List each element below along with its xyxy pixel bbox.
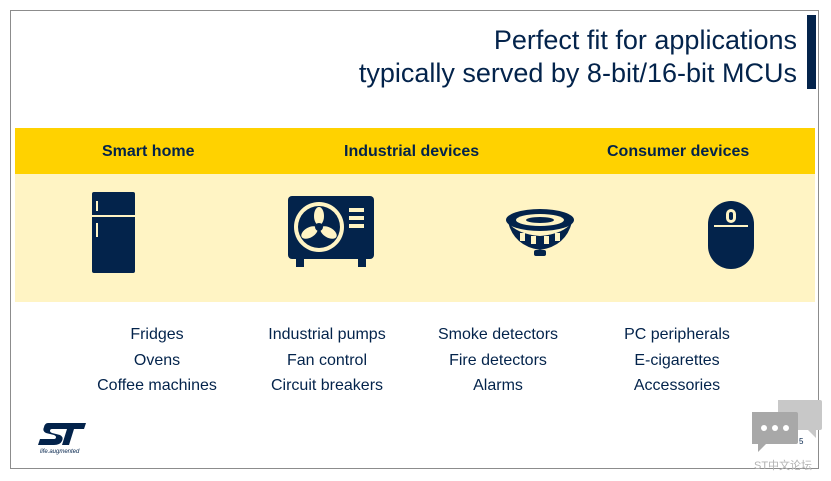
icon-band bbox=[15, 174, 815, 302]
forum-chat-icon bbox=[752, 400, 822, 452]
list-item: Fan control bbox=[286, 351, 368, 369]
category-industrial-devices: Industrial devices bbox=[344, 143, 480, 160]
forum-watermark-text: ST中文论坛 bbox=[754, 460, 813, 472]
title-line-1: Perfect fit for applications bbox=[493, 25, 797, 55]
list-item: Fire detectors bbox=[449, 351, 547, 369]
list-item: Ovens bbox=[133, 351, 181, 369]
smart-home-list: Fridges Ovens Coffee machines bbox=[80, 322, 234, 399]
title-line-2: typically served by 8-bit/16-bit MCUs bbox=[358, 58, 797, 88]
st-logo-icon bbox=[38, 423, 86, 445]
industrial-list-1: Industrial pumps Fan control Circuit bre… bbox=[254, 322, 400, 399]
smoke-detector-icon bbox=[506, 209, 574, 256]
list-item: Circuit breakers bbox=[270, 377, 384, 394]
category-smart-home: Smart home bbox=[102, 143, 195, 160]
list-item: Smoke detectors bbox=[437, 326, 559, 343]
st-tagline: life.augmented bbox=[40, 449, 80, 455]
title-accent-bar bbox=[807, 15, 816, 89]
fan-unit-icon bbox=[288, 196, 374, 267]
consumer-list: PC peripherals E-cigarettes Accessories bbox=[604, 322, 750, 399]
industrial-list-2: Smoke detectors Fire detectors Alarms bbox=[424, 322, 572, 399]
list-item: Fridges bbox=[130, 326, 184, 343]
category-consumer-devices: Consumer devices bbox=[607, 143, 750, 160]
slide-frame bbox=[10, 10, 819, 469]
category-header-band bbox=[15, 128, 815, 174]
list-item: Coffee machines bbox=[97, 377, 217, 394]
list-item: Industrial pumps bbox=[268, 326, 386, 343]
list-item: Accessories bbox=[633, 377, 721, 394]
list-item: PC peripherals bbox=[624, 326, 730, 343]
fridge-icon bbox=[92, 192, 135, 273]
page-number: 5 bbox=[799, 437, 804, 446]
mouse-icon bbox=[708, 201, 754, 269]
list-item: E-cigarettes bbox=[634, 351, 720, 369]
list-item: Alarms bbox=[473, 377, 523, 394]
slide-title: Perfect fit for applications typically s… bbox=[359, 24, 797, 90]
